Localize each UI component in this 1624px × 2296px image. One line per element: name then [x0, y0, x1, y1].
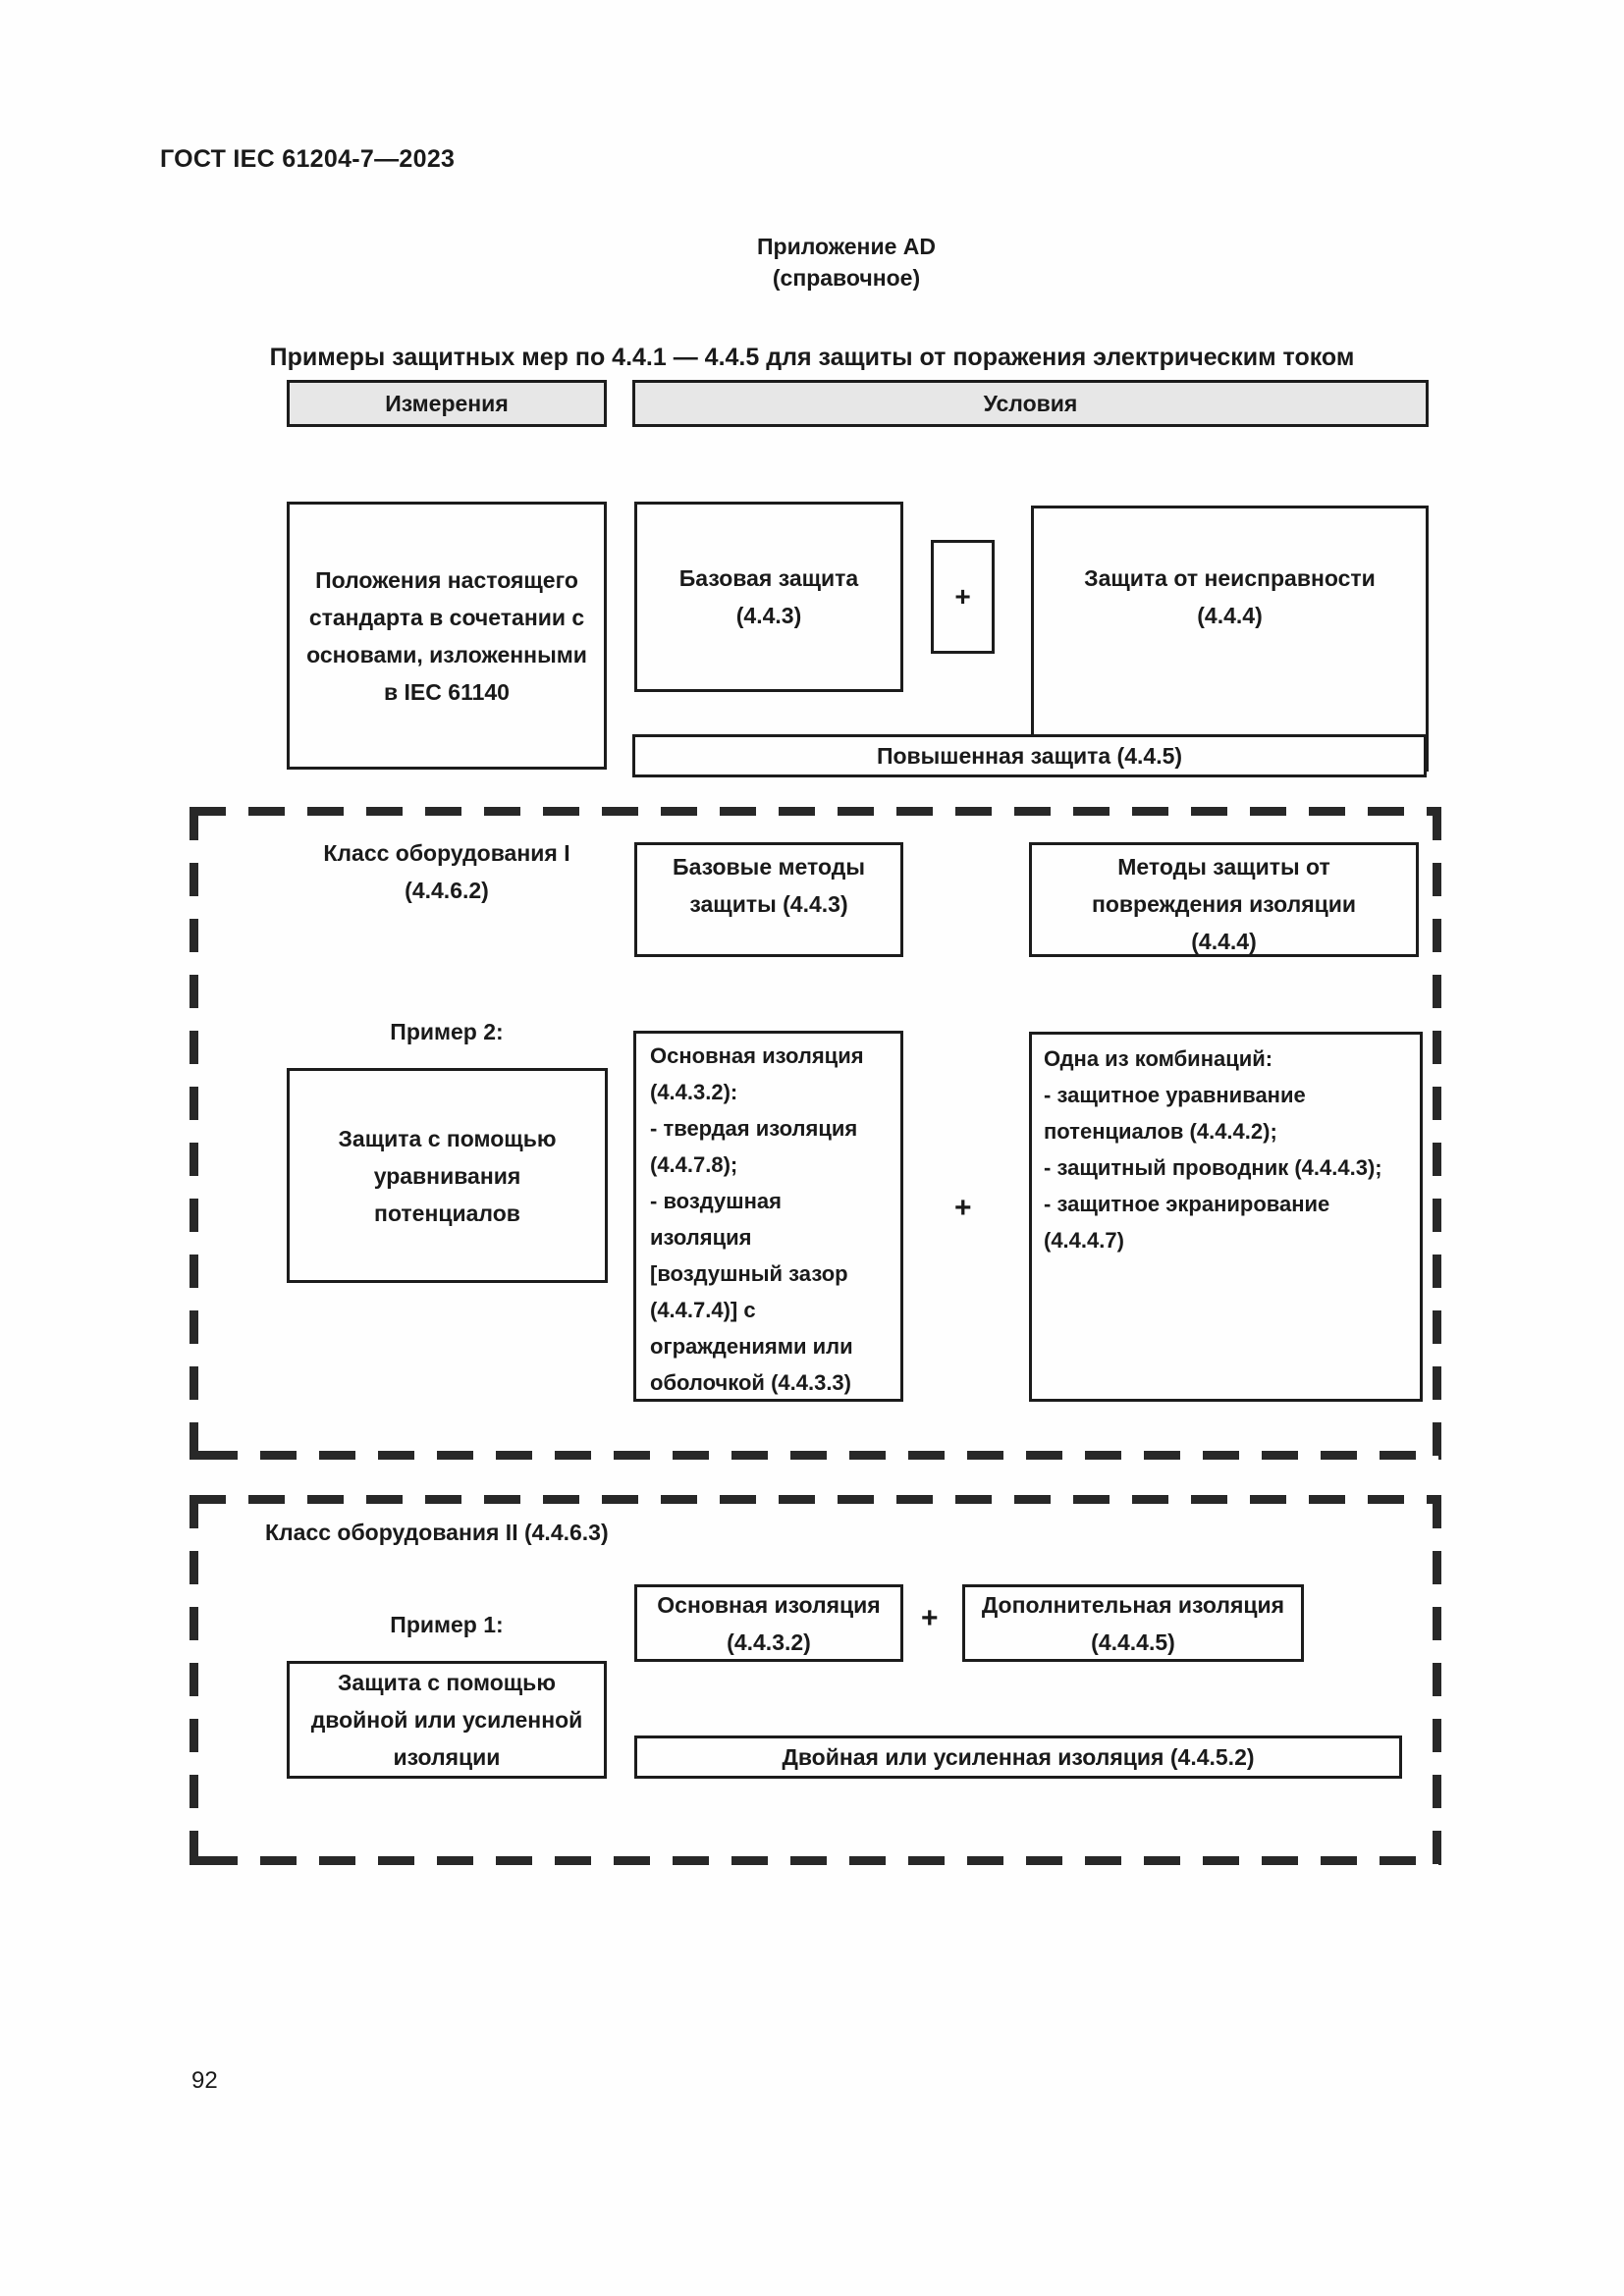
plus-sign: +	[954, 581, 971, 612]
conditions-header-label: Условия	[983, 391, 1078, 416]
class2-main-insulation-text: Основная изоляция (4.4.3.2)	[657, 1591, 881, 1655]
class1-plus-sign: +	[954, 1192, 972, 1224]
class1-frame-right	[1433, 807, 1441, 1460]
basic-protection-text: Базовая защита (4.4.3)	[678, 565, 859, 628]
class2-double-insulation-bar: Двойная или усиленная изоляция (4.4.5.2)	[634, 1735, 1402, 1779]
class2-double-protection-text: Защита с помощью двойной или усиленной и…	[310, 1670, 583, 1770]
plus-box: +	[931, 540, 995, 654]
class2-supplementary-box: Дополнительная изоляция (4.4.4.5)	[962, 1584, 1304, 1662]
class2-frame-bottom	[189, 1856, 1441, 1865]
class2-plus-sign: +	[921, 1602, 939, 1634]
class2-main-insulation-box: Основная изоляция (4.4.3.2)	[634, 1584, 903, 1662]
measures-header-label: Измерения	[385, 391, 509, 416]
class1-fault-methods-text: Методы защиты от повреждения изоляции (4…	[1091, 854, 1357, 954]
class1-combinations-text: Одна из комбинаций: - защитное уравниван…	[1044, 1046, 1382, 1253]
doc-code: ГОСТ IEC 61204-7—2023	[160, 145, 456, 173]
enhanced-protection-text: Повышенная защита (4.4.5)	[876, 743, 1183, 769]
enhanced-protection-bar: Повышенная защита (4.4.5)	[632, 734, 1427, 777]
page-number: 92	[191, 2067, 218, 2094]
class2-frame-right	[1433, 1495, 1441, 1865]
equipotential-box: Защита с помощью уравнивания потенциалов	[287, 1068, 608, 1283]
equipotential-text: Защита с помощью уравнивания потенциалов	[338, 1125, 557, 1226]
class1-dashed-frame	[189, 807, 1441, 1460]
class2-supplementary-text: Дополнительная изоляция (4.4.4.5)	[981, 1591, 1285, 1655]
class1-combinations-box: Одна из комбинаций: - защитное уравниван…	[1029, 1032, 1423, 1402]
class2-frame-left	[189, 1495, 198, 1865]
class1-name: Класс оборудования I (4.4.6.2)	[323, 840, 570, 903]
basic-protection-box: Базовая защита (4.4.3)	[634, 502, 903, 692]
class2-frame-top	[189, 1495, 1441, 1504]
class1-basic-methods-box: Базовые методы защиты (4.4.3)	[634, 842, 903, 957]
diagram-title: Примеры защитных мер по 4.4.1 — 4.4.5 дл…	[269, 344, 1355, 371]
fault-protection-box: Защита от неисправности (4.4.4)	[1031, 506, 1429, 772]
class2-double-insulation-text: Двойная или усиленная изоляция (4.4.5.2)	[782, 1744, 1255, 1770]
class2-dashed-frame	[189, 1495, 1441, 1865]
class1-fault-methods-box: Методы защиты от повреждения изоляции (4…	[1029, 842, 1419, 957]
class1-example-label: Пример 2:	[390, 1019, 504, 1044]
class1-basic-methods-text: Базовые методы защиты (4.4.3)	[673, 854, 865, 917]
class1-frame-bottom	[189, 1451, 1441, 1460]
class2-double-protection-box: Защита с помощью двойной или усиленной и…	[287, 1661, 607, 1779]
class2-example-label: Пример 1:	[390, 1612, 504, 1637]
fault-protection-text: Защита от неисправности (4.4.4)	[1084, 565, 1376, 628]
provisions-box: Положения настоящего стандарта в сочетан…	[287, 502, 607, 770]
measures-header-box: Измерения	[287, 380, 607, 427]
conditions-header-box: Условия	[632, 380, 1429, 427]
annex-title: Приложение AD	[756, 234, 936, 259]
class1-frame-left	[189, 807, 198, 1460]
annex-subtitle: (справочное)	[772, 265, 921, 291]
class1-main-insulation-text: Основная изоляция (4.4.3.2): - твердая и…	[650, 1043, 864, 1395]
provisions-text: Положения настоящего стандарта в сочетан…	[306, 566, 587, 705]
class1-main-insulation-box: Основная изоляция (4.4.3.2): - твердая и…	[633, 1031, 903, 1402]
class1-frame-top	[189, 807, 1441, 816]
class2-name: Класс оборудования II (4.4.6.3)	[265, 1520, 609, 1545]
